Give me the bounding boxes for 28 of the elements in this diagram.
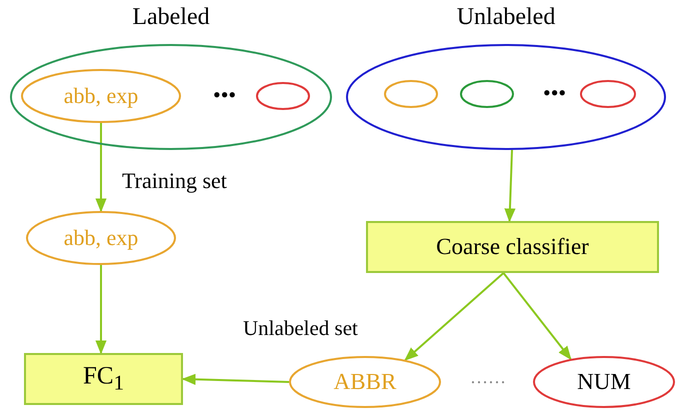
arrow: [95, 265, 107, 354]
node-label: Coarse classifier: [435, 234, 590, 260]
node-label: abb, exp: [62, 83, 140, 109]
ellipsis-text: •••: [213, 82, 236, 108]
arrow: [182, 374, 290, 385]
node-label: NUM: [576, 369, 632, 395]
class-ellipse: [533, 356, 675, 408]
arrow: [502, 272, 572, 360]
set-title: Unlabeled: [456, 4, 556, 31]
class-ellipse: [460, 80, 514, 108]
arrow: [504, 150, 516, 222]
ellipsis-text: •••: [543, 80, 566, 106]
ellipsis-text: ……: [470, 367, 506, 388]
arrow: [404, 272, 504, 361]
set-title: Labeled: [131, 4, 211, 31]
class-ellipse: [384, 80, 438, 108]
arrow: [95, 123, 107, 212]
class-ellipse: [256, 82, 310, 110]
process-box: [366, 221, 659, 273]
class-ellipse: [289, 356, 441, 408]
node-label: FC$_{1}$: [82, 362, 125, 396]
node-label: ABBR: [332, 369, 398, 395]
class-ellipse: [580, 80, 636, 108]
set-label: Unlabeled set: [243, 316, 358, 341]
process-box: [24, 353, 183, 405]
node-label: abb, exp: [62, 225, 140, 251]
class-ellipse: [26, 211, 176, 265]
class-ellipse: [21, 69, 181, 123]
